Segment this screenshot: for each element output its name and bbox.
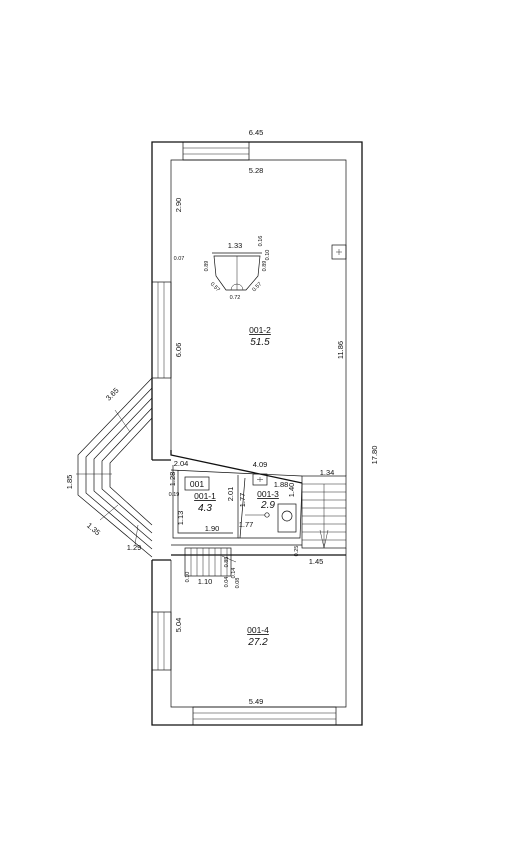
dim-top-outer: 6.45 (249, 128, 264, 137)
sink-icon (264, 512, 270, 518)
room-001-4-area: 27.2 (247, 637, 268, 648)
dim-stair-diag-lower: 1.35 (85, 521, 102, 537)
dim-stair-left: 1.85 (65, 475, 74, 490)
dim-fp-top: 1.33 (228, 241, 243, 250)
dim-stair-diag-upper: 3.65 (104, 386, 121, 403)
dim-lower-small-4: 0.04 (224, 577, 230, 588)
toilet-icon (277, 503, 297, 533)
fixtures (245, 244, 347, 533)
room-001-4-id: 001-4 (247, 625, 269, 635)
dim-fp-left: 0.89 (204, 261, 210, 272)
room-001-1-id: 001-1 (194, 491, 216, 501)
room-001-3-area: 2.9 (260, 500, 275, 511)
dim-fp-bl: 0.57 (209, 281, 221, 293)
dim-stair-right-small: 0.25 (294, 546, 300, 557)
dim-stair-right-top: 1.34 (320, 468, 335, 477)
dim-left-upper: 2.90 (174, 198, 183, 213)
dim-fp-bottom: 0.72 (230, 295, 241, 301)
top-window (182, 141, 250, 161)
dim-room1-left-b: 1.13 (176, 511, 185, 526)
dim-fp-right: 0.89 (262, 261, 268, 272)
dim-room4-left: 5.04 (174, 618, 183, 633)
dim-stair-bottom: 1.29 (127, 543, 142, 552)
dim-lower-small-5: 0.85 (224, 557, 230, 568)
dim-stair-right-bottom: 1.45 (309, 557, 324, 566)
dim-left-mid: 6.06 (174, 343, 183, 358)
right-stair (301, 475, 347, 549)
room-001-2-id: 001-2 (249, 325, 271, 335)
dim-room3-top: 4.09 (253, 460, 268, 469)
dim-lower-small-2: 0.14 (231, 568, 237, 579)
dim-lower-stair-w: 1.10 (198, 577, 213, 586)
room-tag-box (184, 476, 210, 491)
left-stair (76, 377, 153, 558)
room-001-3-id: 001-3 (257, 489, 279, 499)
dim-room1-left-a: 1.28 (168, 472, 177, 487)
dim-top-inner: 5.28 (249, 166, 264, 175)
dim-lower-small-3: 0.08 (235, 578, 241, 589)
bottom-window (192, 706, 337, 726)
dim-room2-height: 11.86 (336, 341, 345, 359)
dim-right-total: 17.80 (370, 446, 379, 465)
dim-fp-small-top: 0.16 (258, 236, 264, 247)
dim-fp-br: 0.57 (251, 281, 263, 293)
dim-fp-small-left: 0.07 (174, 256, 185, 262)
dim-room1-bottom: 1.90 (205, 524, 220, 533)
outlet-icon (331, 244, 347, 260)
dim-room1-small: 0.19 (169, 492, 180, 498)
dimension-labels: 6.45 5.28 17.80 11.86 2.90 6.06 3.65 1.8… (65, 128, 379, 706)
dim-room3-c: 1.40 (287, 483, 296, 498)
left-upper-window (151, 281, 172, 379)
dim-room1-top: 2.04 (174, 459, 189, 468)
room-001-1-area: 4.3 (198, 503, 212, 514)
panel-icon (252, 473, 268, 486)
room-tag: 001 (190, 479, 204, 489)
dim-fp-small-top2: 0.10 (265, 250, 271, 261)
dim-room4-bottom: 5.49 (249, 697, 264, 706)
fireplace (212, 252, 262, 291)
room-001-2-area: 51.5 (250, 337, 270, 348)
dim-room3-b: 1.88 (274, 480, 289, 489)
room-labels: 001-2 51.5 001 001-1 4.3 001-3 2.9 001-4… (184, 325, 279, 648)
left-lower-window (151, 611, 172, 671)
lower-stair (184, 547, 237, 577)
dim-lower-small-1: 0.10 (185, 572, 191, 583)
dim-room3-a: 1.77 (238, 493, 247, 508)
dim-room3-d: 1.77 (239, 520, 254, 529)
dim-room1-right: 2.01 (226, 487, 235, 502)
